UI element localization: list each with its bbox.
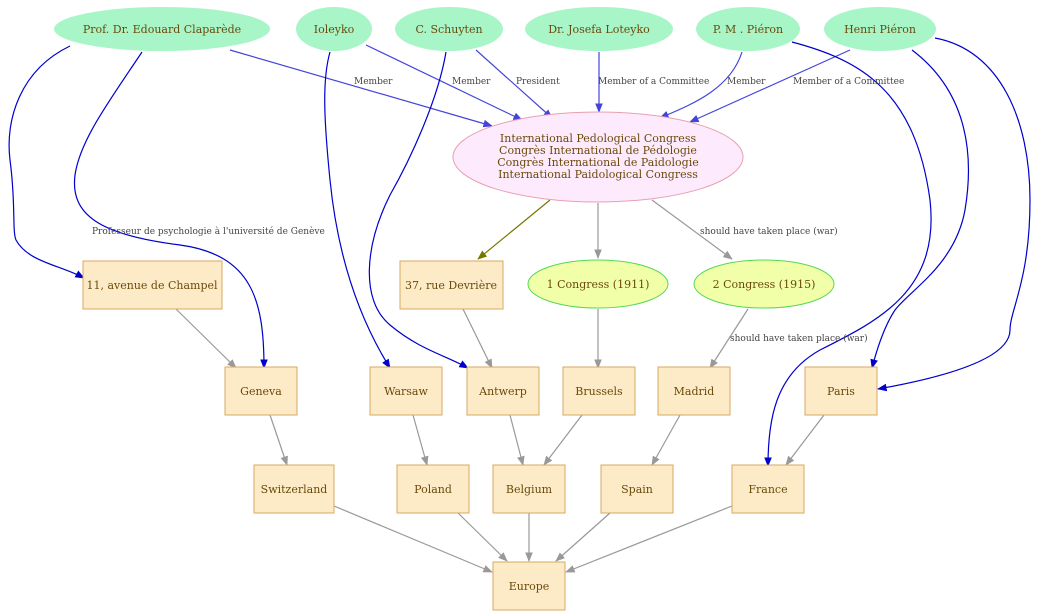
edge-label-loteyko-committee: Member of a Committee — [598, 77, 709, 87]
person-node-pm-pieron[interactable]: P. M . Piéron — [696, 7, 800, 51]
city-label: Madrid — [674, 385, 715, 398]
person-node-loteyko[interactable]: Dr. Josefa Loteyko — [525, 7, 673, 51]
person-name: Prof. Dr. Edouard Claparède — [83, 23, 241, 36]
city-label: Geneva — [240, 385, 282, 398]
edge-ioleyko-warsaw — [324, 51, 391, 369]
person-node-claparede[interactable]: Prof. Dr. Edouard Claparède — [54, 7, 270, 51]
country-label: Switzerland — [261, 483, 328, 496]
address-label: 11, avenue de Champel — [86, 279, 218, 292]
edge-switzerland-europe — [333, 505, 493, 573]
edge-label-claparede-member: Member — [354, 77, 393, 87]
address-label: 37, rue Devrière — [405, 279, 497, 292]
edge-henri-paris-2 — [877, 37, 1031, 392]
person-name: Henri Piéron — [844, 23, 916, 36]
country-node-switzerland[interactable]: Switzerland — [253, 464, 335, 514]
edge-label-pm-member: Member — [727, 77, 766, 87]
edge-label-henri-committee: Member of a Committee — [793, 77, 904, 87]
person-name: C. Schuyten — [415, 23, 482, 36]
country-node-france[interactable]: France — [731, 464, 805, 514]
country-node-belgium[interactable]: Belgium — [492, 464, 566, 514]
congress-name-4: International Paidological Congress — [498, 168, 698, 181]
congress-name-3: Congrès International de Paidologie — [497, 156, 698, 169]
edge-madrid-spain — [651, 414, 681, 466]
edge-congress-devriere — [477, 199, 551, 260]
city-label: Warsaw — [384, 385, 428, 398]
city-node-brussels[interactable]: Brussels — [562, 366, 636, 416]
edge-label-war-second: should have taken place (war) — [700, 226, 838, 237]
person-name: Dr. Josefa Loteyko — [548, 23, 650, 36]
city-node-paris[interactable]: Paris — [804, 366, 878, 416]
edge-claparede-champel — [8, 45, 85, 279]
person-node-schuyten[interactable]: C. Schuyten — [395, 7, 503, 51]
city-label: Paris — [827, 385, 855, 398]
city-node-warsaw[interactable]: Warsaw — [369, 366, 443, 416]
country-label: Poland — [414, 483, 452, 496]
congress-name-2: Congrès International de Pédologie — [499, 144, 697, 157]
edge-warsaw-poland — [412, 414, 429, 466]
city-node-geneva[interactable]: Geneva — [224, 366, 298, 416]
edge-label-claparede-geneva: Professeur de psychologie à l'université… — [92, 226, 325, 237]
country-node-poland[interactable]: Poland — [396, 464, 470, 514]
edge-label-schuyten-member: Member — [452, 77, 491, 87]
edge-paris-france — [785, 414, 825, 466]
country-node-spain[interactable]: Spain — [600, 464, 674, 514]
edge-claparede-geneva — [73, 51, 268, 369]
city-node-madrid[interactable]: Madrid — [657, 366, 731, 416]
edge-schuyten-antwerp — [368, 51, 469, 369]
country-label: Spain — [621, 483, 653, 496]
edge-antwerp-belgium — [509, 414, 525, 466]
edge-geneva-switzerland — [269, 414, 288, 466]
edge-pm-pieron-france — [764, 41, 932, 467]
edge-poland-europe — [457, 512, 508, 562]
congress-node[interactable]: International Pedological Congress Congr… — [452, 111, 744, 203]
edge-ioleyko-congress — [365, 44, 523, 121]
person-node-henri-pieron[interactable]: Henri Piéron — [824, 7, 936, 51]
edge-spain-europe — [555, 512, 611, 562]
edge-label-schuyten-president: President — [516, 77, 560, 87]
edge-congress-second — [651, 199, 733, 260]
session-label: 2 Congress (1915) — [713, 278, 816, 291]
edge-claparede-congress — [229, 49, 493, 128]
country-label: Belgium — [506, 483, 553, 496]
continent-node-europe[interactable]: Europe — [492, 561, 566, 611]
session-node-1911[interactable]: 1 Congress (1911) — [527, 259, 669, 309]
edge-pm-pieron-congress — [659, 51, 743, 119]
edge-devriere-antwerp — [462, 308, 493, 369]
session-node-1915[interactable]: 2 Congress (1915) — [693, 259, 835, 309]
edge-brussels-belgium — [543, 414, 583, 466]
person-node-ioleyko[interactable]: Ioleyko — [296, 7, 372, 51]
person-name: Ioleyko — [314, 23, 355, 36]
city-label: Antwerp — [478, 385, 527, 398]
address-node-devriere[interactable]: 37, rue Devrière — [399, 260, 504, 310]
edge-henri-paris — [870, 49, 970, 369]
city-node-antwerp[interactable]: Antwerp — [466, 366, 540, 416]
address-node-champel[interactable]: 11, avenue de Champel — [82, 260, 223, 310]
city-label: Brussels — [575, 385, 623, 398]
session-label: 1 Congress (1911) — [547, 278, 650, 291]
edge-label-war-madrid: should have taken place (war) — [730, 333, 868, 344]
edge-second-madrid — [709, 308, 749, 369]
congress-name-1: International Pedological Congress — [500, 132, 697, 145]
country-label: France — [748, 483, 787, 496]
edge-champel-geneva — [175, 308, 237, 369]
edge-france-europe — [565, 505, 733, 573]
edge-henri-congress — [689, 49, 851, 123]
edge-schuyten-congress — [475, 49, 553, 119]
continent-label: Europe — [509, 580, 550, 593]
person-name: P. M . Piéron — [713, 23, 783, 36]
